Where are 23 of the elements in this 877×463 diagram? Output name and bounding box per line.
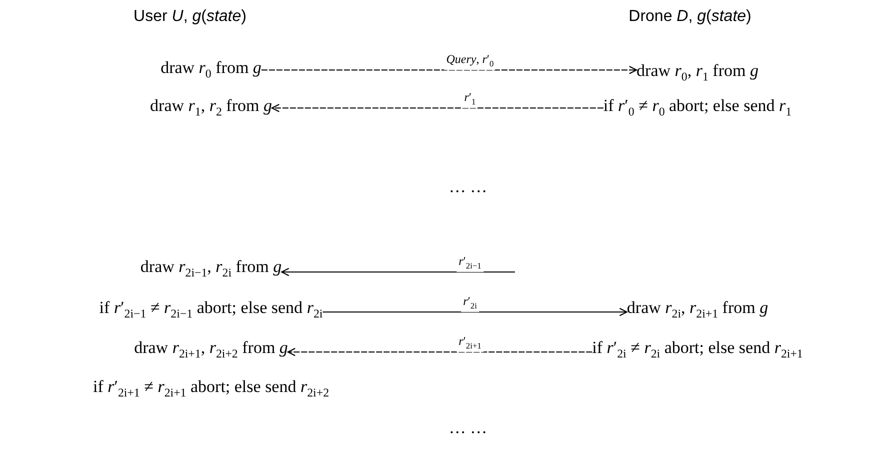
edge-label: r′$_{2i}$	[461, 295, 479, 312]
column-header: Drone D, g(state)	[628, 8, 752, 26]
arrow	[322, 308, 628, 316]
column-header: User U, g(state)	[134, 8, 246, 26]
step-text: draw r$_{0}$, r$_{1}$ from g	[636, 61, 758, 85]
arrow	[281, 268, 516, 276]
edge-label: r′$_{1}$	[462, 91, 478, 108]
edge-label: r′$_{2i+1}$	[456, 335, 484, 352]
edge-label: r′$_{2i−1}$	[456, 255, 484, 272]
ellipsis: … …	[448, 418, 488, 438]
step-text: if r′$_{0}$ ≠ r$_{0}$ abort; else send r$_{1}$	[603, 96, 792, 120]
ellipsis: … …	[448, 177, 488, 197]
step-text: if r′$_{2i+1}$ ≠ r$_{2i+1}$ abort; else send r$_{2i+2}$	[92, 377, 330, 401]
step-text: draw r$_{2i}$, r$_{2i+1}$ from g	[626, 298, 768, 322]
step-text: draw r$_{0}$ from g	[160, 58, 262, 82]
step-text: draw r$_{1}$, r$_{2}$ from g	[150, 96, 272, 120]
edge-label: Query, r′$_{0}$	[444, 53, 496, 70]
step-text: if r′$_{2i}$ ≠ r$_{2i}$ abort; else send r$_{2i+1}$	[592, 338, 803, 362]
arrow	[260, 66, 638, 74]
arrow	[271, 104, 604, 112]
step-text: draw r$_{2i−1}$, r$_{2i}$ from g	[140, 257, 282, 281]
step-text: if r′$_{2i−1}$ ≠ r$_{2i−1}$ abort; else send r$_{2i}$	[99, 298, 323, 322]
step-text: draw r$_{2i+1}$, r$_{2i+2}$ from g	[134, 338, 288, 362]
